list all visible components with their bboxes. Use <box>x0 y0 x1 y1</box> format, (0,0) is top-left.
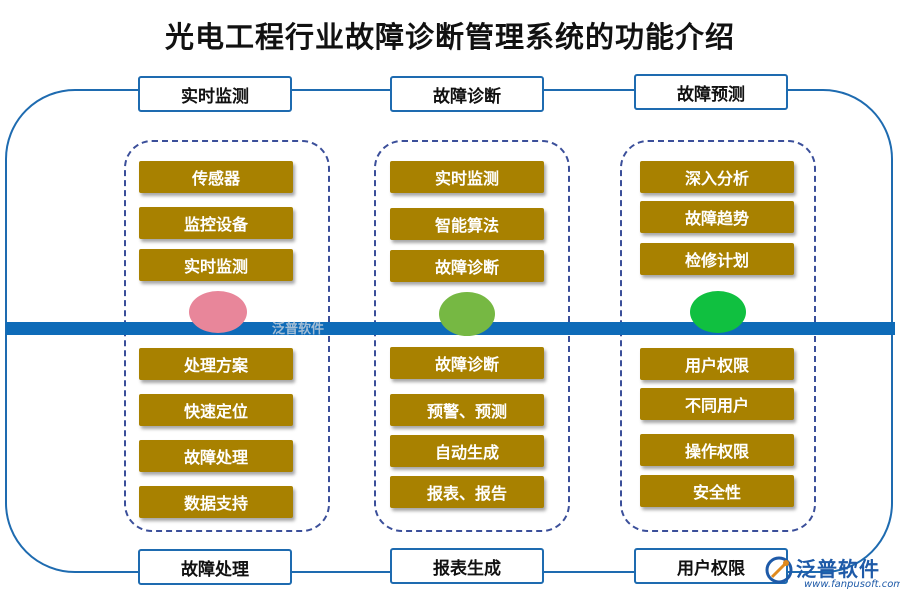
column-1-upper-item: 实时监测 <box>139 249 293 281</box>
brand-logo-block: 泛普软件 www.fanpusoft.com <box>760 553 900 593</box>
column-3-lower-item: 用户权限 <box>640 348 794 380</box>
column-2-node <box>439 292 495 336</box>
header-bottom-1: 故障处理 <box>138 549 292 585</box>
column-2-lower-item: 预警、预测 <box>390 394 544 426</box>
brand-url: www.fanpusoft.com <box>804 579 900 590</box>
column-1-lower-item: 处理方案 <box>139 348 293 380</box>
column-2-upper-item: 实时监测 <box>390 161 544 193</box>
column-2-lower-item: 自动生成 <box>390 435 544 467</box>
column-2-upper-item: 智能算法 <box>390 208 544 240</box>
column-2-lower-item: 故障诊断 <box>390 347 544 379</box>
column-3-lower-item: 操作权限 <box>640 434 794 466</box>
column-3-lower-item: 不同用户 <box>640 388 794 420</box>
column-3-upper-item: 深入分析 <box>640 161 794 193</box>
column-1-node <box>189 291 247 333</box>
watermark-text: 泛普软件 <box>272 322 325 337</box>
brand-name: 泛普软件 <box>796 557 880 581</box>
page-title: 光电工程行业故障诊断管理系统的功能介绍 <box>164 20 735 54</box>
column-3-lower-item: 安全性 <box>640 475 794 507</box>
column-1-lower-item: 故障处理 <box>139 440 293 472</box>
column-3-node <box>690 291 746 333</box>
column-frame-2 <box>374 140 570 532</box>
column-3-upper-item: 检修计划 <box>640 243 794 275</box>
column-frame-3 <box>620 140 816 532</box>
column-frame-1 <box>124 140 330 532</box>
header-top-2: 故障诊断 <box>390 76 544 112</box>
header-bottom-3: 用户权限 <box>634 548 788 584</box>
brand-logo-icon <box>765 556 793 584</box>
column-2-upper-item: 故障诊断 <box>390 250 544 282</box>
column-1-lower-item: 数据支持 <box>139 486 293 518</box>
column-3-upper-item: 故障趋势 <box>640 201 794 233</box>
column-1-upper-item: 传感器 <box>139 161 293 193</box>
header-top-3: 故障预测 <box>634 74 788 110</box>
column-1-upper-item: 监控设备 <box>139 207 293 239</box>
column-2-lower-item: 报表、报告 <box>390 476 544 508</box>
column-1-lower-item: 快速定位 <box>139 394 293 426</box>
header-bottom-2: 报表生成 <box>390 548 544 584</box>
header-top-1: 实时监测 <box>138 76 292 112</box>
